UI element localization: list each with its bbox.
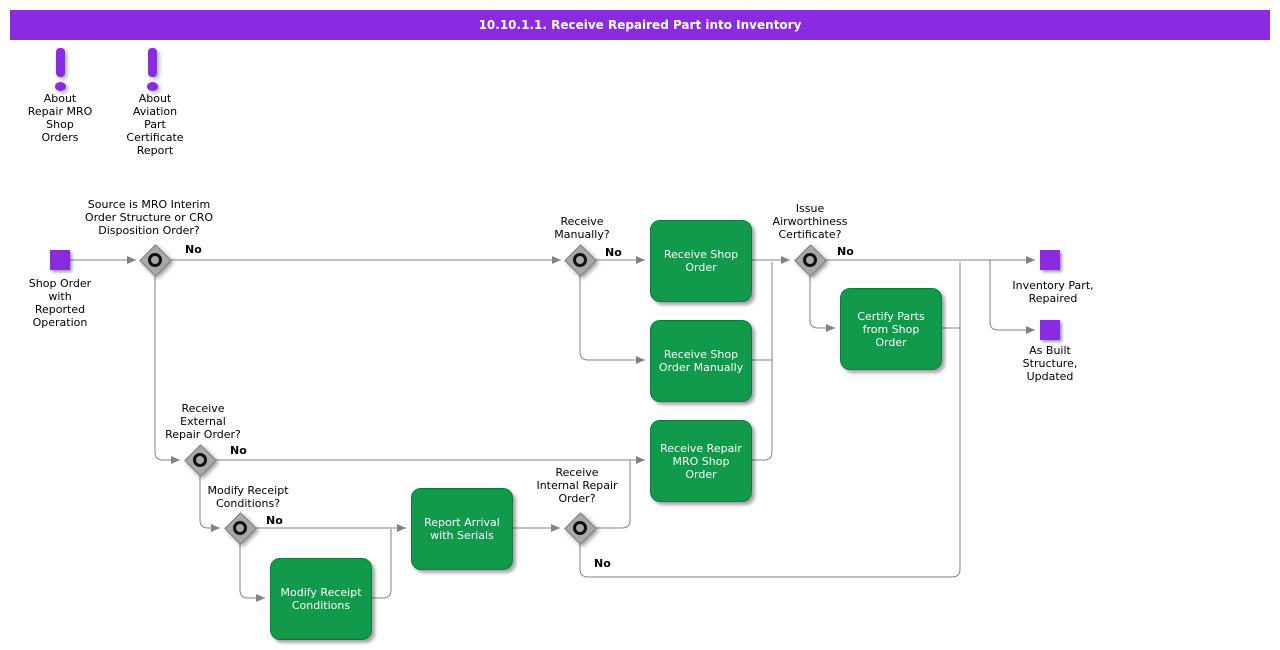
decision-receive-manually (564, 244, 597, 277)
exclamation-dot-icon (147, 82, 158, 91)
about-repair-mro-shop-orders-link[interactable] (55, 48, 66, 91)
decision-source-mro-interim-label: Source is MRO Interim Order Structure or… (84, 198, 214, 237)
start-event-shop-order (50, 250, 70, 270)
task-receive-shop-order-manually[interactable]: Receive Shop Order Manually (650, 320, 752, 402)
branch-no-label: No (594, 557, 611, 570)
decision-source-mro-interim (139, 244, 172, 277)
title-bar: 10.10.1.1. Receive Repaired Part into In… (10, 10, 1270, 40)
gateway-circle-icon (193, 453, 207, 467)
gateway-circle-icon (573, 253, 587, 267)
end-event-as-built-structure-label: As Built Structure, Updated (1022, 344, 1078, 383)
branch-no-label: No (837, 245, 854, 258)
decision-receive-external-repair (184, 444, 217, 477)
gateway-circle-icon (573, 521, 587, 535)
about-aviation-part-certificate-report-link[interactable] (147, 48, 158, 91)
branch-no-label: No (266, 514, 283, 527)
task-modify-receipt-conditions[interactable]: Modify Receipt Conditions (270, 558, 372, 640)
gateway-circle-icon (148, 253, 162, 267)
decision-issue-airworthiness-label: Issue Airworthiness Certificate? (772, 202, 848, 241)
branch-no-label: No (230, 444, 247, 457)
decision-receive-internal-repair (564, 512, 597, 545)
exclamation-icon (56, 48, 65, 77)
end-event-as-built-structure (1040, 320, 1060, 340)
decision-modify-receipt-conditions-label: Modify Receipt Conditions? (207, 484, 289, 510)
decision-receive-manually-label: Receive Manually? (554, 215, 610, 241)
task-receive-repair-mro-shop-order[interactable]: Receive Repair MRO Shop Order (650, 420, 752, 502)
about-repair-mro-shop-orders-label[interactable]: About Repair MRO Shop Orders (27, 92, 93, 144)
task-receive-shop-order[interactable]: Receive Shop Order (650, 220, 752, 302)
branch-no-label: No (605, 246, 622, 259)
branch-no-label: No (185, 243, 202, 256)
gateway-circle-icon (233, 521, 247, 535)
decision-receive-external-repair-label: Receive External Repair Order? (165, 402, 241, 441)
end-event-inventory-part (1040, 250, 1060, 270)
start-event-label: Shop Order with Reported Operation (28, 277, 92, 329)
task-certify-parts-from-shop-order[interactable]: Certify Parts from Shop Order (840, 288, 942, 370)
decision-modify-receipt-conditions (224, 512, 257, 545)
exclamation-icon (148, 48, 157, 77)
decision-issue-airworthiness (794, 244, 827, 277)
about-aviation-part-certificate-report-label[interactable]: About Aviation Part Certificate Report (126, 92, 184, 157)
exclamation-dot-icon (55, 82, 66, 91)
task-report-arrival-with-serials[interactable]: Report Arrival with Serials (411, 488, 513, 570)
end-event-inventory-part-label: Inventory Part, Repaired (1012, 279, 1094, 305)
gateway-circle-icon (803, 253, 817, 267)
decision-receive-internal-repair-label: Receive Internal Repair Order? (536, 466, 618, 505)
